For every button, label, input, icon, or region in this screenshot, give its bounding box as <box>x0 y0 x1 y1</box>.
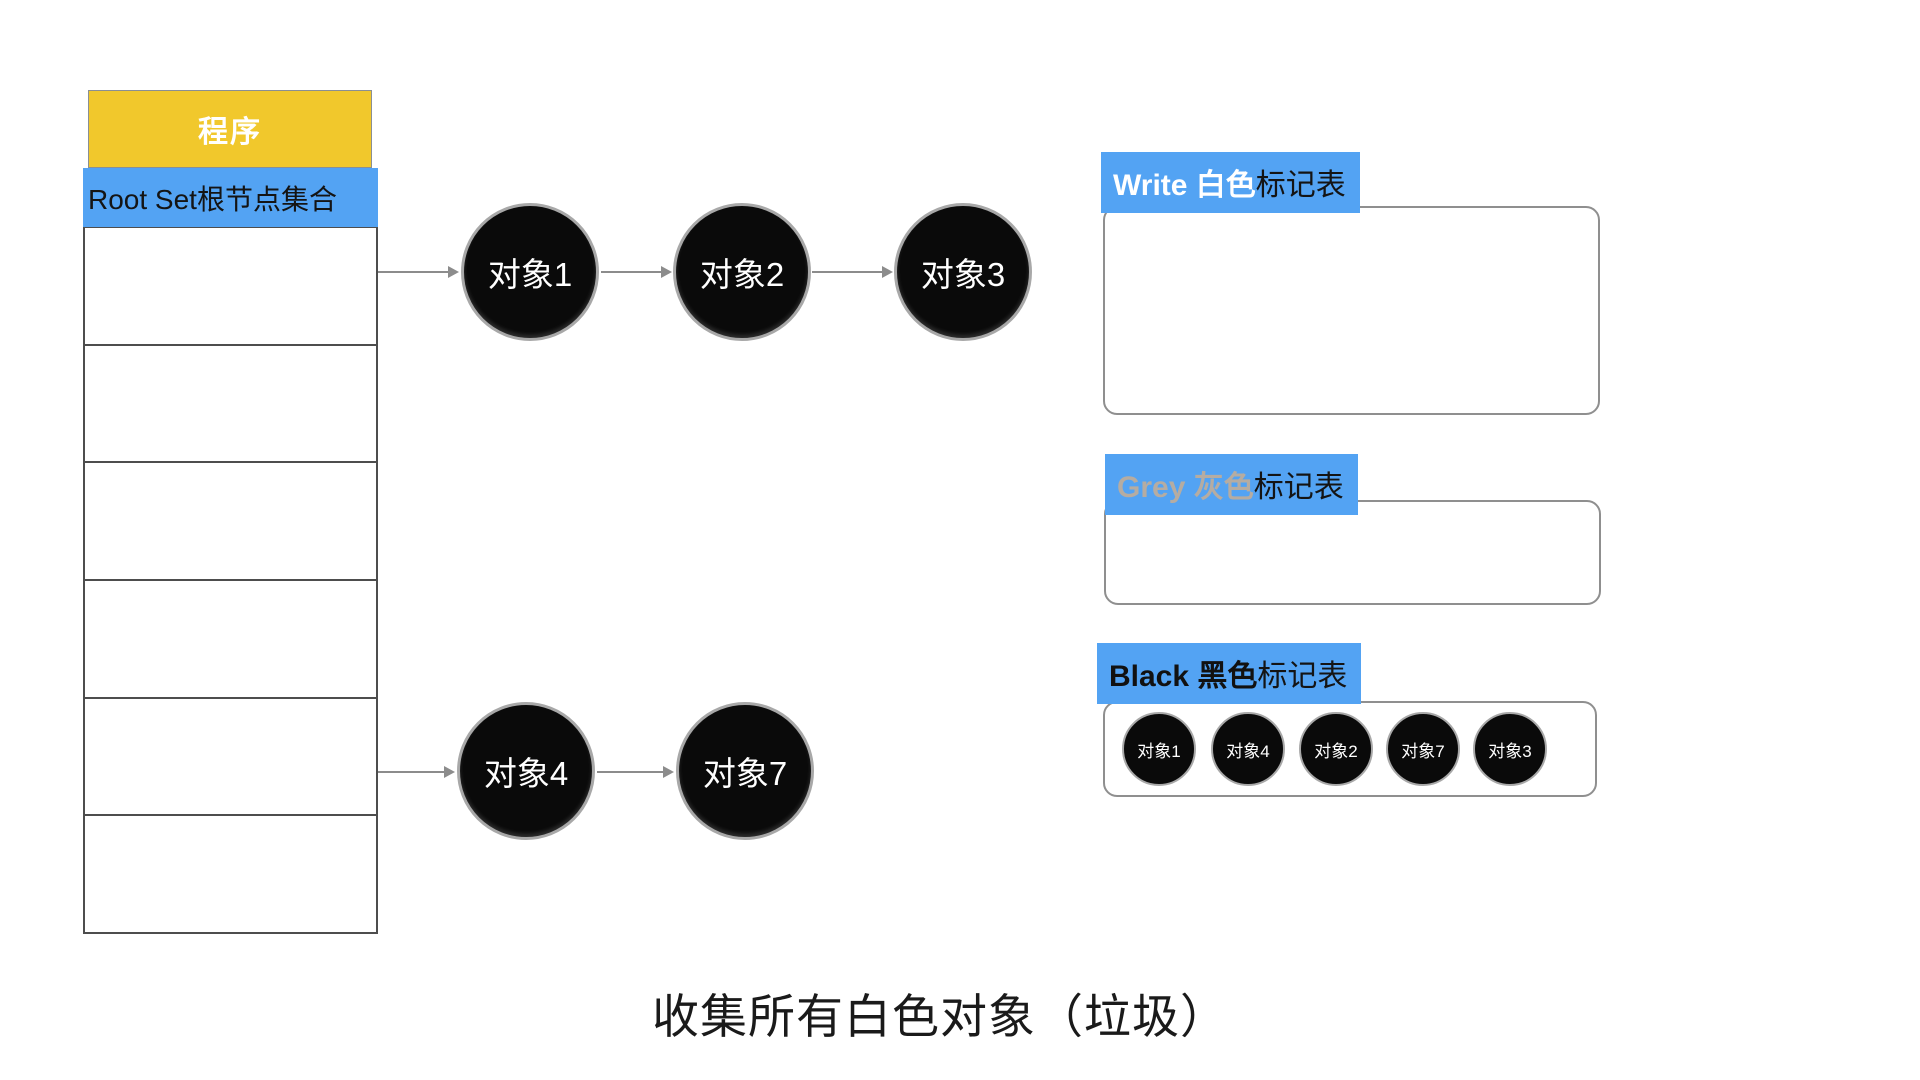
diagram-caption: 收集所有白色对象（垃圾） <box>652 990 1228 1043</box>
black-mark-table-label: Black 黑色标记表 <box>1097 643 1362 704</box>
arrow-obj2-to-obj3 <box>812 266 893 278</box>
grey-mark-table-label: Grey 灰色标记表 <box>1105 454 1358 515</box>
root-set-cell <box>83 345 378 464</box>
arrow-obj4-to-obj7 <box>597 766 674 778</box>
heap-node-obj2: 对象2 <box>673 203 811 341</box>
heap-node-obj1: 对象1 <box>461 203 599 341</box>
black-table-node-obj2: 对象2 <box>1299 712 1373 786</box>
grey-mark-table-label-rest: 标记表 <box>1253 471 1344 504</box>
white-mark-table-label-rest: 标记表 <box>1255 169 1346 202</box>
grey-mark-table-label-accent: Grey 灰色 <box>1117 471 1254 504</box>
black-mark-table-label-rest: 标记表 <box>1257 660 1348 693</box>
root-set-table <box>83 227 378 935</box>
program-header: 程序 <box>88 90 372 168</box>
arrow-obj1-to-obj2 <box>601 266 672 278</box>
arrow-rootset-to-obj1 <box>378 266 459 278</box>
heap-node-obj7: 对象7 <box>676 702 814 840</box>
white-mark-table-box <box>1103 206 1600 415</box>
arrow-rootset-to-obj4 <box>378 766 455 778</box>
root-set-cell <box>83 581 378 699</box>
root-set-cell <box>83 463 378 582</box>
black-mark-table-box: 对象1 对象4 对象2 对象7 对象3 <box>1103 701 1597 797</box>
grey-mark-table-box <box>1104 500 1601 605</box>
black-table-node-obj7: 对象7 <box>1386 712 1460 786</box>
black-mark-table-label-accent: Black 黑色 <box>1109 660 1258 693</box>
black-table-node-obj1: 对象1 <box>1122 712 1196 786</box>
root-set-cell <box>83 816 378 935</box>
heap-node-obj3: 对象3 <box>894 203 1032 341</box>
white-mark-table-label-accent: Write 白色 <box>1113 169 1256 202</box>
root-set-cell <box>83 227 378 346</box>
heap-node-obj4: 对象4 <box>457 702 595 840</box>
black-table-node-obj3: 对象3 <box>1473 712 1547 786</box>
root-set-cell <box>83 698 378 817</box>
white-mark-table-label: Write 白色标记表 <box>1101 152 1360 213</box>
black-table-node-obj4: 对象4 <box>1211 712 1285 786</box>
root-set-label: Root Set根节点集合 <box>83 168 378 227</box>
